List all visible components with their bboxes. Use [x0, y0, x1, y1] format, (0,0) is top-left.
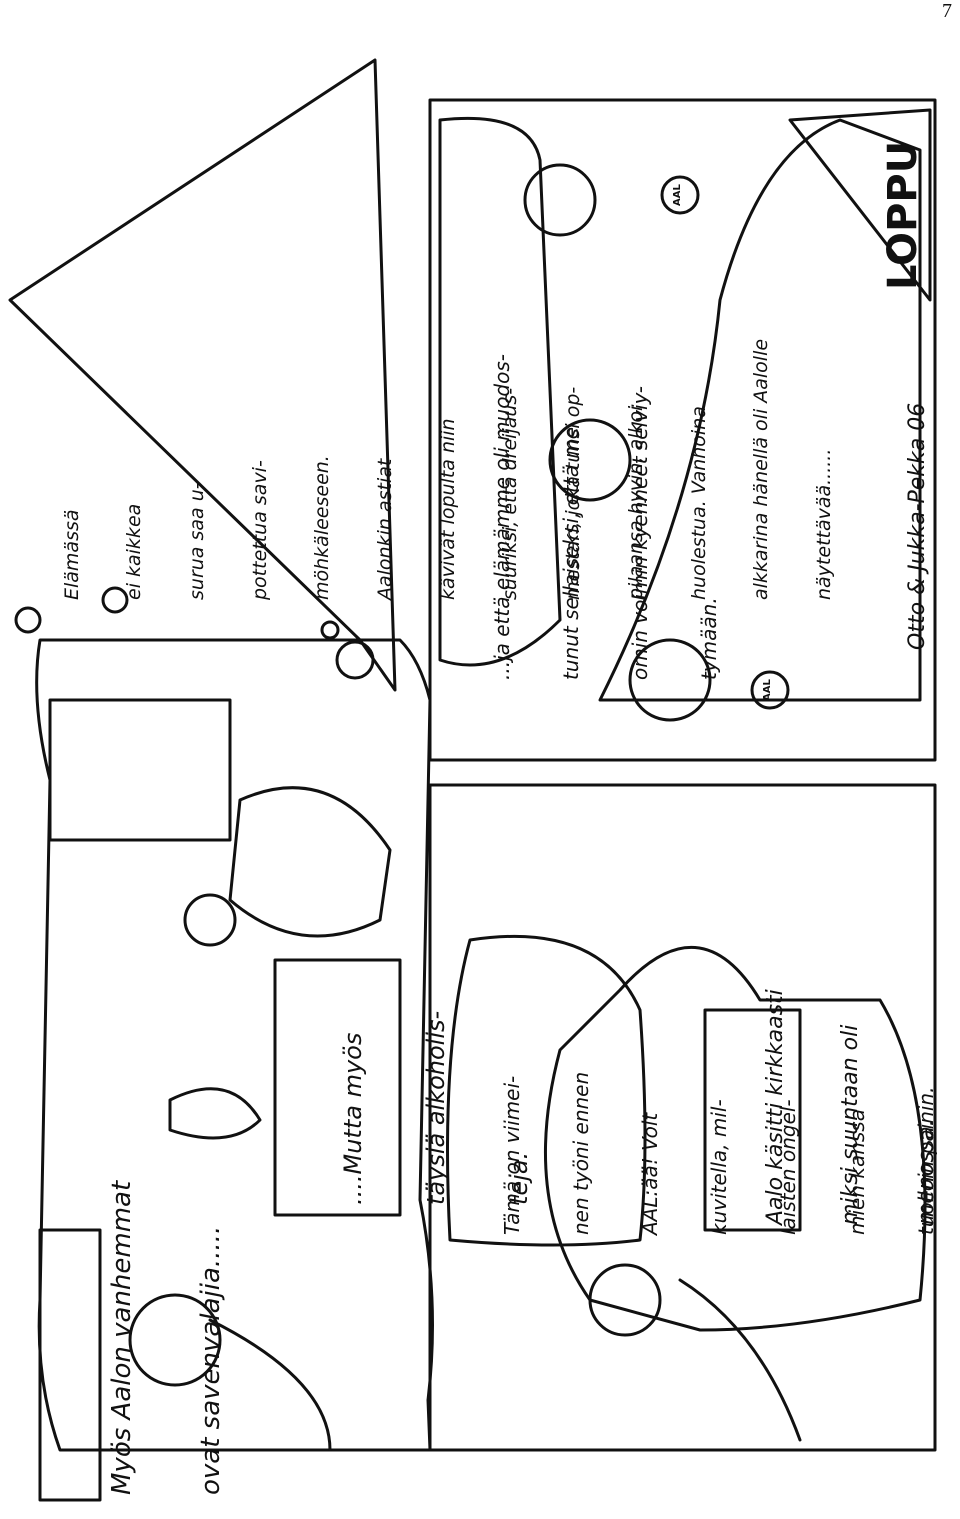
- panel-4-border: [428, 98, 937, 762]
- character-4b-head: [548, 418, 632, 502]
- panel-3-border: [428, 783, 937, 1452]
- panel-1-sign-line-1: ....Mutta myös: [339, 1032, 368, 1205]
- panel-3-caption-box: [703, 1008, 802, 1232]
- panel-4-speech: ...ja että elämämme oli muodos- tunut se…: [445, 354, 744, 680]
- aal-badge-1: [660, 175, 700, 215]
- panel-2-caption-line-1: Elämässä: [60, 509, 83, 600]
- panel-3-caption-line-2: miksi suuntaan oli: [838, 1024, 864, 1225]
- panel-3-caption-line-3: menossa.: [914, 1119, 940, 1225]
- speech-bubble-3: [446, 934, 647, 1247]
- window: [48, 698, 232, 842]
- panel-2-caption-line-3: surua saa u-: [186, 482, 209, 600]
- panel-3-caption: Aalo käsitti kirkkaasti miksi suuntaan o…: [712, 989, 960, 1225]
- character-4a-head: [523, 163, 597, 237]
- thought-bubble-1: [335, 640, 375, 680]
- panel-4-speech-line-4: tymään.: [697, 597, 721, 680]
- loppu-box: [788, 108, 932, 302]
- panel-4-speech-line-1: ...ja että elämämme oli muodos-: [490, 354, 514, 680]
- panel-3-speech-line-2: nen työni ennen: [569, 1071, 593, 1235]
- signature: Otto & Jukka-Pekka 06: [905, 402, 930, 650]
- panel-1-caption: Myös Aalon vanhemmat ovat savenvalajia..…: [48, 1181, 257, 1495]
- panel-2-caption-line-5: möhkäleeseen.: [311, 455, 334, 600]
- aal-badge-2-label: AAL: [762, 679, 773, 701]
- character-4c-head: [628, 638, 712, 722]
- panel-2-caption-line-4: pottettua savi-: [248, 460, 271, 600]
- bowl-figure: [228, 786, 392, 938]
- panel-1-caption-line-2: ovat savenvalajia.....: [196, 1225, 227, 1495]
- panel-1-sign-box: [273, 958, 402, 1217]
- drinker-body: [208, 1318, 332, 1452]
- character-3-head: [588, 1263, 662, 1337]
- panel-4-speech-line-2: tunut sellaiseksi, että me: [559, 426, 583, 680]
- panel-2-caption-line-6: Aalonkin astiat: [374, 458, 397, 600]
- panel-3-caption-line-1: Aalo käsitti kirkkaasti: [762, 989, 788, 1225]
- aal-badge-2: [750, 670, 790, 710]
- speech-bubble-4: [438, 116, 562, 667]
- panel-2-caption-line-2: ei kaikkea: [123, 503, 146, 600]
- big-vase: [543, 945, 927, 1332]
- drinker-head: [128, 1293, 222, 1387]
- panel-3-speech-line-3: AAL:ää! Voit: [638, 1112, 662, 1235]
- panel-1-caption-line-1: Myös Aalon vanhemmat: [106, 1180, 137, 1495]
- candle: [168, 1087, 262, 1140]
- panel-4-speech-line-3: omin voimin kyenneet selviy-: [628, 386, 652, 680]
- ending-label: LOPPU: [880, 140, 926, 290]
- panel-1-sign-line-2: täysiä alkoholis-: [421, 1010, 450, 1205]
- panel-1-caption-box: [38, 1228, 102, 1502]
- panel-2-caption-line-13: näytettävää......: [812, 448, 835, 600]
- panel-2-border: [8, 58, 397, 692]
- panel-3-speech-line-1: Tämä on viimei-: [500, 1075, 524, 1235]
- table-round: [598, 118, 922, 702]
- panel-2-caption-line-12: alkkarina hänellä oli Aalolle: [750, 338, 773, 600]
- page-number: 7: [942, 0, 952, 22]
- aal-badge-1-label: AAL: [672, 184, 683, 206]
